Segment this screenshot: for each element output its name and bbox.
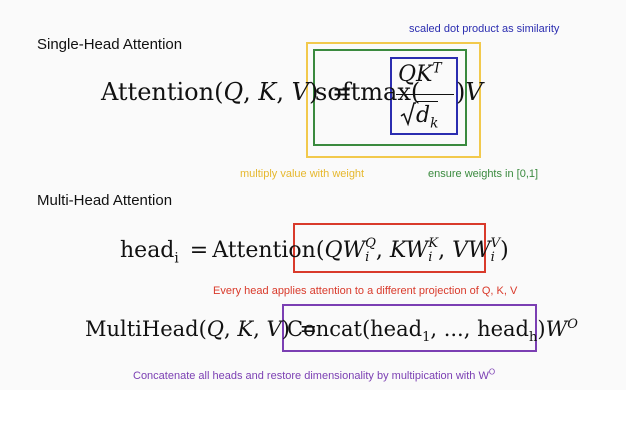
concat-annotation-text: Concatenate all heads and restore dimens… <box>133 370 489 382</box>
var-k: K <box>389 237 406 263</box>
concat-annotation: Concatenate all heads and restore dimens… <box>133 367 496 382</box>
softmax-outer-box <box>306 42 481 158</box>
var-q: Q <box>223 78 244 106</box>
similarity-annotation: scaled dot product as similarity <box>409 23 560 35</box>
range-annotation: ensure weights in [0,1] <box>428 168 539 180</box>
softmax-fn: softmax <box>315 78 411 106</box>
var-v: V <box>452 237 468 263</box>
w-k-sup: K <box>428 236 439 251</box>
square-root-icon <box>400 102 416 127</box>
fraction-numerator: QKT <box>398 60 442 87</box>
var-v: V <box>465 78 483 106</box>
w-i-sub: i <box>365 249 370 265</box>
single-head-title: Single-Head Attention <box>37 36 183 53</box>
softmax-close: )V <box>456 80 483 104</box>
right-paren: ) <box>537 317 546 341</box>
projection-box <box>293 223 486 273</box>
scaled-dot-product-box <box>390 57 458 135</box>
concat-fn: Concat(head <box>287 317 423 341</box>
concat-expression: Concat(head1, ..., headh)WO <box>287 317 578 344</box>
head-sub: i <box>174 250 179 267</box>
var-d: d <box>416 103 431 128</box>
multihead-equation: MultiHead(Q, K, V) = <box>85 319 317 340</box>
concat-annotation-sup: O <box>488 367 496 377</box>
comma: , <box>253 317 267 341</box>
multi-head-title: Multi-Head Attention <box>37 192 173 209</box>
w-i-sub: i <box>428 249 433 265</box>
attention-equation-lhs: Attention(Q, K, V) = <box>101 80 352 104</box>
transpose-t: T <box>432 60 442 77</box>
var-v: V <box>291 78 309 106</box>
comma: , <box>224 317 238 341</box>
var-w: W <box>467 237 491 263</box>
fraction-bar <box>396 94 454 95</box>
softmax-text: softmax( <box>315 80 420 104</box>
w-q-sup: Q <box>365 236 376 251</box>
ellipsis-head: , ..., head <box>430 317 530 341</box>
var-k: K <box>237 317 254 341</box>
var-q: Q <box>206 317 225 341</box>
comma: , <box>375 237 390 263</box>
var-w: W <box>342 237 366 263</box>
w-i-sub: i <box>490 249 495 265</box>
head-1-sub: 1 <box>422 330 431 346</box>
right-paren: ) <box>500 237 509 263</box>
comma: , <box>276 78 292 106</box>
head-fn: head <box>120 237 175 263</box>
right-paren: ) <box>281 317 290 341</box>
head-h-sub: h <box>529 330 538 346</box>
equals-sign: = <box>189 237 209 263</box>
var-q: Q <box>398 62 417 87</box>
w-v-sup: V <box>490 236 501 251</box>
w-o-sup: O <box>567 317 578 332</box>
equals-sign: = <box>331 78 353 106</box>
comma: , <box>438 237 453 263</box>
softmax-inner-box <box>313 49 467 146</box>
concat-box <box>282 304 537 352</box>
var-k: K <box>416 62 433 87</box>
var-v: V <box>266 317 282 341</box>
weight-annotation: multiply value with weight <box>240 168 365 180</box>
attention-fn: Attention( <box>101 78 224 106</box>
right-paren: ) <box>308 78 319 106</box>
var-w: W <box>405 237 429 263</box>
equals-sign: = <box>299 317 318 341</box>
comma: , <box>243 78 259 106</box>
var-w: W <box>545 317 568 341</box>
var-k: K <box>258 78 277 106</box>
right-paren: ) <box>456 78 466 106</box>
var-k-sub: k <box>430 115 439 132</box>
projection-annotation: Every head applies attention to a differ… <box>213 285 518 297</box>
attention-fn: Attention( <box>212 237 325 263</box>
fraction-denominator: dk <box>400 101 439 130</box>
multihead-fn: MultiHead( <box>85 317 207 341</box>
left-paren: ( <box>410 78 421 106</box>
var-q: Q <box>324 237 343 263</box>
